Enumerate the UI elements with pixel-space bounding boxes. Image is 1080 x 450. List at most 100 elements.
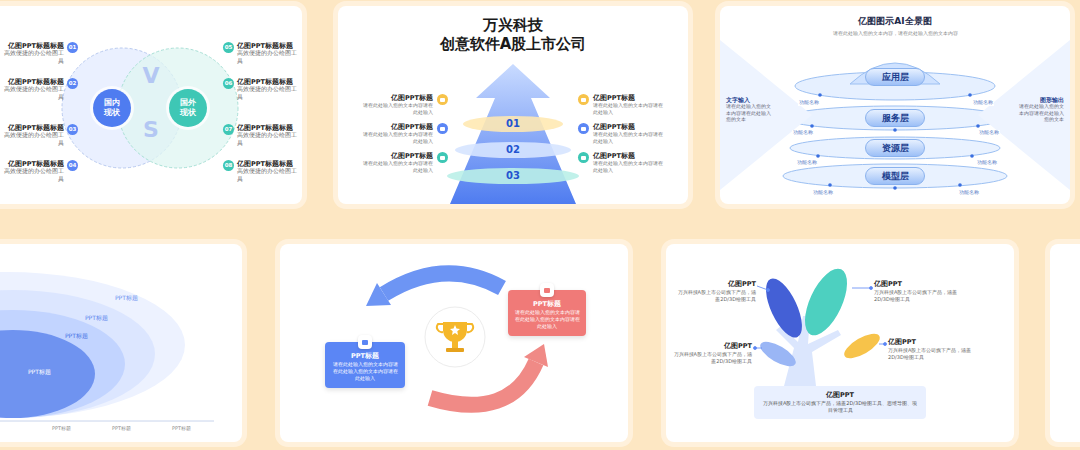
callout-number: 08 bbox=[225, 163, 233, 169]
template-card bbox=[1050, 244, 1080, 442]
item-body: 高效便捷的办公绘图工具 bbox=[2, 86, 64, 100]
module-label: 功能名称 bbox=[976, 160, 998, 166]
triangle-text: 文字输入请在此处输入您的文本内容请在此处输入您的文本 bbox=[726, 96, 774, 124]
vs-letter: S bbox=[142, 116, 160, 144]
decor-rect bbox=[452, 341, 458, 348]
icon-glyph bbox=[581, 156, 586, 160]
layer-name: 服务层 bbox=[882, 114, 909, 123]
ellipse-label: PPT标题 bbox=[85, 314, 108, 321]
list-item: 01 亿图PPT标题标题高效便捷的办公绘图工具 bbox=[2, 42, 78, 65]
circle-label: 国外现状 bbox=[179, 98, 197, 117]
arrow-head bbox=[366, 283, 391, 306]
number-badge: 01 bbox=[67, 42, 78, 53]
item-body: 请在此处输入您的文本内容请在此处输入 bbox=[362, 131, 433, 144]
callout-body: 万兴科技A股上市公司旗下产品，涵盖2D/3D绘图工具 bbox=[676, 289, 756, 303]
item-heading: 亿图PPT标题标题 bbox=[2, 124, 64, 132]
ellipse-fill bbox=[0, 290, 155, 418]
callout-number: 01 bbox=[69, 45, 77, 51]
leaf bbox=[841, 329, 884, 363]
module-label: 功能名称 bbox=[958, 190, 980, 196]
item-body: 请在此处输入您的文本内容请在此处输入 bbox=[362, 102, 433, 115]
leaf bbox=[759, 274, 810, 343]
status-circle: 国外现状 bbox=[169, 89, 207, 127]
decor-circle bbox=[970, 154, 974, 158]
panel-body: 万兴科技A股上市公司旗下产品，涵盖2D/3D绘图工具、思维导图、项目管理工具 bbox=[762, 400, 918, 414]
item-text: 亿图PPT标题标题高效便捷的办公绘图工具 bbox=[237, 78, 299, 101]
item-text: 亿图PPT标题请在此处输入您的文本内容请在此处输入 bbox=[593, 152, 664, 173]
dome bbox=[850, 63, 940, 84]
callout-body: 万兴科技A股上市公司旗下产品，涵盖2D/3D绘图工具 bbox=[888, 347, 978, 361]
decor-circle bbox=[816, 154, 820, 158]
callout-heading: 亿图PPT bbox=[888, 338, 978, 347]
ellipse-label: PPT标题 bbox=[65, 332, 88, 339]
item-body: 高效便捷的办公绘图工具 bbox=[2, 50, 64, 64]
item-heading: 亿图PPT标题 bbox=[362, 94, 433, 102]
tab-glyph bbox=[362, 340, 368, 345]
callout-body: 万兴科技A股上市公司旗下产品，涵盖2D/3D绘图工具 bbox=[672, 351, 752, 365]
leaf bbox=[796, 263, 855, 342]
layer-name: 应用层 bbox=[882, 73, 909, 82]
list-item: 亿图PPT标题请在此处输入您的文本内容请在此处输入 bbox=[362, 152, 448, 173]
axis-label: PPT标题 bbox=[52, 425, 71, 431]
template-card: 文字输入请在此处输入您的文本内容请在此处输入您的文本应用层服务层资源层模型层图形… bbox=[720, 6, 1070, 204]
decor-circle bbox=[754, 347, 757, 350]
subtitle: 请在此处输入您的文本内容，请在此处输入您的文本内容 bbox=[775, 30, 1015, 36]
layer-ring bbox=[795, 72, 995, 100]
item-body: 高效便捷的办公绘图工具 bbox=[237, 50, 299, 64]
leaf bbox=[757, 337, 800, 371]
decor-circle bbox=[976, 124, 980, 128]
panel-tab bbox=[358, 335, 372, 349]
icon-glyph bbox=[440, 127, 445, 131]
ellipse-label: PPT标题 bbox=[115, 294, 138, 301]
item-text: 亿图PPT标题请在此处输入您的文本内容请在此处输入 bbox=[593, 94, 664, 115]
panel-tab bbox=[540, 283, 554, 297]
axis-line bbox=[0, 421, 214, 422]
ellipse-label-holder: PPT标题 bbox=[115, 294, 138, 301]
list-item: 03亿图PPT标题标题高效便捷的办公绘图工具 bbox=[2, 124, 78, 147]
module-label: 功能名称 bbox=[972, 100, 994, 106]
decor-circle bbox=[893, 128, 897, 132]
icon-glyph bbox=[581, 127, 586, 131]
icon-badge bbox=[578, 94, 589, 105]
item-heading: 亿图PPT标题标题 bbox=[2, 78, 64, 86]
list-item: 07亿图PPT标题标题高效便捷的办公绘图工具 bbox=[223, 124, 299, 147]
step-band: 03 bbox=[447, 168, 579, 184]
item-body: 请在此处输入您的文本内容请在此处输入 bbox=[593, 131, 664, 144]
trophy-disc bbox=[425, 307, 485, 367]
callout-number: 04 bbox=[69, 163, 77, 169]
slide-title: 万兴科技 创意软件A股上市公司 bbox=[433, 16, 593, 54]
list-item: 04亿图PPT标题标题高效便捷的办公绘图工具 bbox=[2, 160, 78, 183]
decor-circle bbox=[870, 287, 873, 290]
template-card: PPT标题请在此处输入您的文本内容请在此处输入您的文本内容请在此处输入PPT标题… bbox=[280, 244, 628, 442]
icon-badge bbox=[437, 94, 448, 105]
decor-path bbox=[437, 324, 443, 332]
list-item: 亿图PPT标题请在此处输入您的文本内容请在此处输入 bbox=[362, 94, 448, 115]
module-label: 功能名称 bbox=[792, 130, 814, 136]
callout-heading: 亿图PPT bbox=[672, 342, 752, 351]
decor-rect bbox=[446, 348, 464, 352]
cycle-arrow bbox=[384, 273, 502, 294]
item-text: 亿图PPT标题标题高效便捷的办公绘图工具 bbox=[2, 78, 64, 101]
ellipse-fill bbox=[0, 272, 185, 418]
layer-ring bbox=[783, 164, 1007, 188]
base-panel: 亿图PPT万兴科技A股上市公司旗下产品，涵盖2D/3D绘图工具、思维导图、项目管… bbox=[754, 386, 926, 419]
callout-number: 05 bbox=[225, 45, 233, 51]
ellipse-label-holder: PPT标题 bbox=[28, 368, 51, 375]
icon-badge bbox=[578, 123, 589, 134]
axis-label: PPT标题 bbox=[112, 425, 131, 431]
text-panel: PPT标题请在此处输入您的文本内容请在此处输入您的文本内容请在此处输入 bbox=[325, 342, 405, 388]
item-heading: 亿图PPT标题标题 bbox=[237, 42, 299, 50]
item-heading: 亿图PPT标题标题 bbox=[237, 160, 299, 168]
item-text: 亿图PPT标题请在此处输入您的文本内容请在此处输入 bbox=[593, 123, 664, 144]
icon-glyph bbox=[581, 98, 586, 102]
callout-number: 07 bbox=[225, 127, 233, 133]
item-body: 高效便捷的办公绘图工具 bbox=[237, 168, 299, 182]
ellipse-label: PPT标题 bbox=[28, 368, 51, 375]
callout-heading: 亿图PPT bbox=[874, 280, 966, 289]
cycle-arrow bbox=[430, 362, 536, 405]
template-card: 010203亿图PPT标题请在此处输入您的文本内容请在此处输入亿图PPT标题请在… bbox=[338, 6, 688, 204]
item-body: 高效便捷的办公绘图工具 bbox=[2, 132, 64, 146]
item-text: 亿图PPT标题标题高效便捷的办公绘图工具 bbox=[2, 42, 64, 65]
icon-badge bbox=[578, 152, 589, 163]
